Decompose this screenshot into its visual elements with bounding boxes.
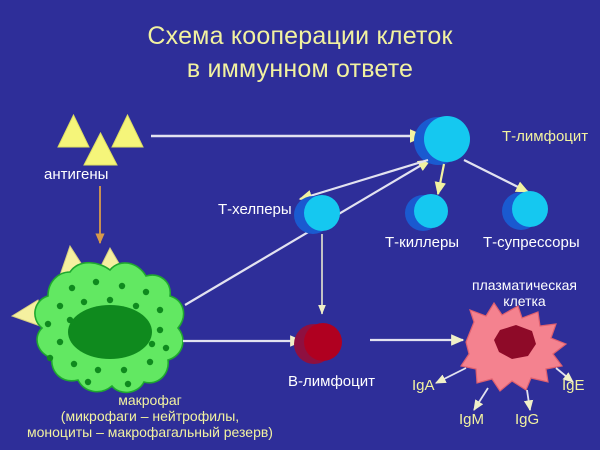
t-suppressors-cell <box>502 191 548 230</box>
label-antigens: антигены <box>44 166 109 183</box>
t-helpers-cell <box>294 195 340 234</box>
label-macrophage-line3: моноциты – макрофагальный резерв) <box>27 424 273 441</box>
arrow-plasmacell-to-igm <box>473 387 489 411</box>
label-macrophage: макрофаг (микрофаги – нейтрофилы, моноци… <box>0 392 300 440</box>
t-helpers-body <box>304 195 340 231</box>
macrophage-granules <box>44 278 170 388</box>
plasma-cell-nucleus <box>494 325 536 359</box>
arrow-plasmacell-to-iga <box>435 367 467 384</box>
label-t-lymphocyte: Т-лимфоцит <box>502 128 589 145</box>
page-title-line1: Схема кооперации клеток <box>147 22 453 50</box>
label-macrophage-line1: макрофаг <box>118 392 182 408</box>
label-ige: IgE <box>562 377 585 394</box>
label-macrophage-line2: (микрофаги – нейтрофилы, <box>60 408 240 425</box>
label-plasma-cell: плазматическая клетка <box>452 277 597 309</box>
antigen-triangle-1 <box>57 113 90 148</box>
t-killers-body <box>414 194 448 228</box>
t-killers-cell <box>405 194 448 231</box>
antigen-triangle-group <box>57 113 144 166</box>
arrow-tlymphocyte-to-tsuppressors <box>463 159 530 193</box>
arrow-plasmacell-to-igg <box>523 389 534 412</box>
page-title-line2: в иммунном ответе <box>186 54 414 83</box>
t-lymphocyte-body <box>424 116 470 162</box>
t-suppressors-body <box>512 191 548 227</box>
label-igm: IgM <box>459 411 485 428</box>
plasma-cell <box>460 301 568 392</box>
label-plasma-cell-line2: клетка <box>503 293 546 310</box>
label-igg: IgG <box>515 411 540 428</box>
t-lymphocyte-cell <box>414 116 470 165</box>
label-b-lymphocyte: В-лимфоцит <box>288 373 375 390</box>
label-t-helpers: Т-хелперы <box>218 201 292 218</box>
antigen-triangle-2 <box>111 113 144 148</box>
page-title: Схема кооперации клеток в иммунном ответ… <box>0 22 600 84</box>
arrow-tlymphocyte-to-tkillers <box>434 163 446 196</box>
arrow-tlymphocyte-to-thelpers <box>298 158 429 202</box>
label-t-suppressors: Т-супрессоры <box>483 234 580 251</box>
macrophage-cell <box>10 244 185 394</box>
b-lymphocyte-cell <box>294 323 342 364</box>
label-iga: IgA <box>412 377 435 394</box>
macrophage-nucleus <box>68 305 152 359</box>
arrow-plasmacell-to-ige <box>555 367 574 383</box>
antigen-triangle-3 <box>83 131 118 166</box>
label-plasma-cell-line1: плазматическая <box>471 277 577 293</box>
label-t-killers: Т-киллеры <box>385 234 460 251</box>
b-lymphocyte-body <box>304 323 342 361</box>
